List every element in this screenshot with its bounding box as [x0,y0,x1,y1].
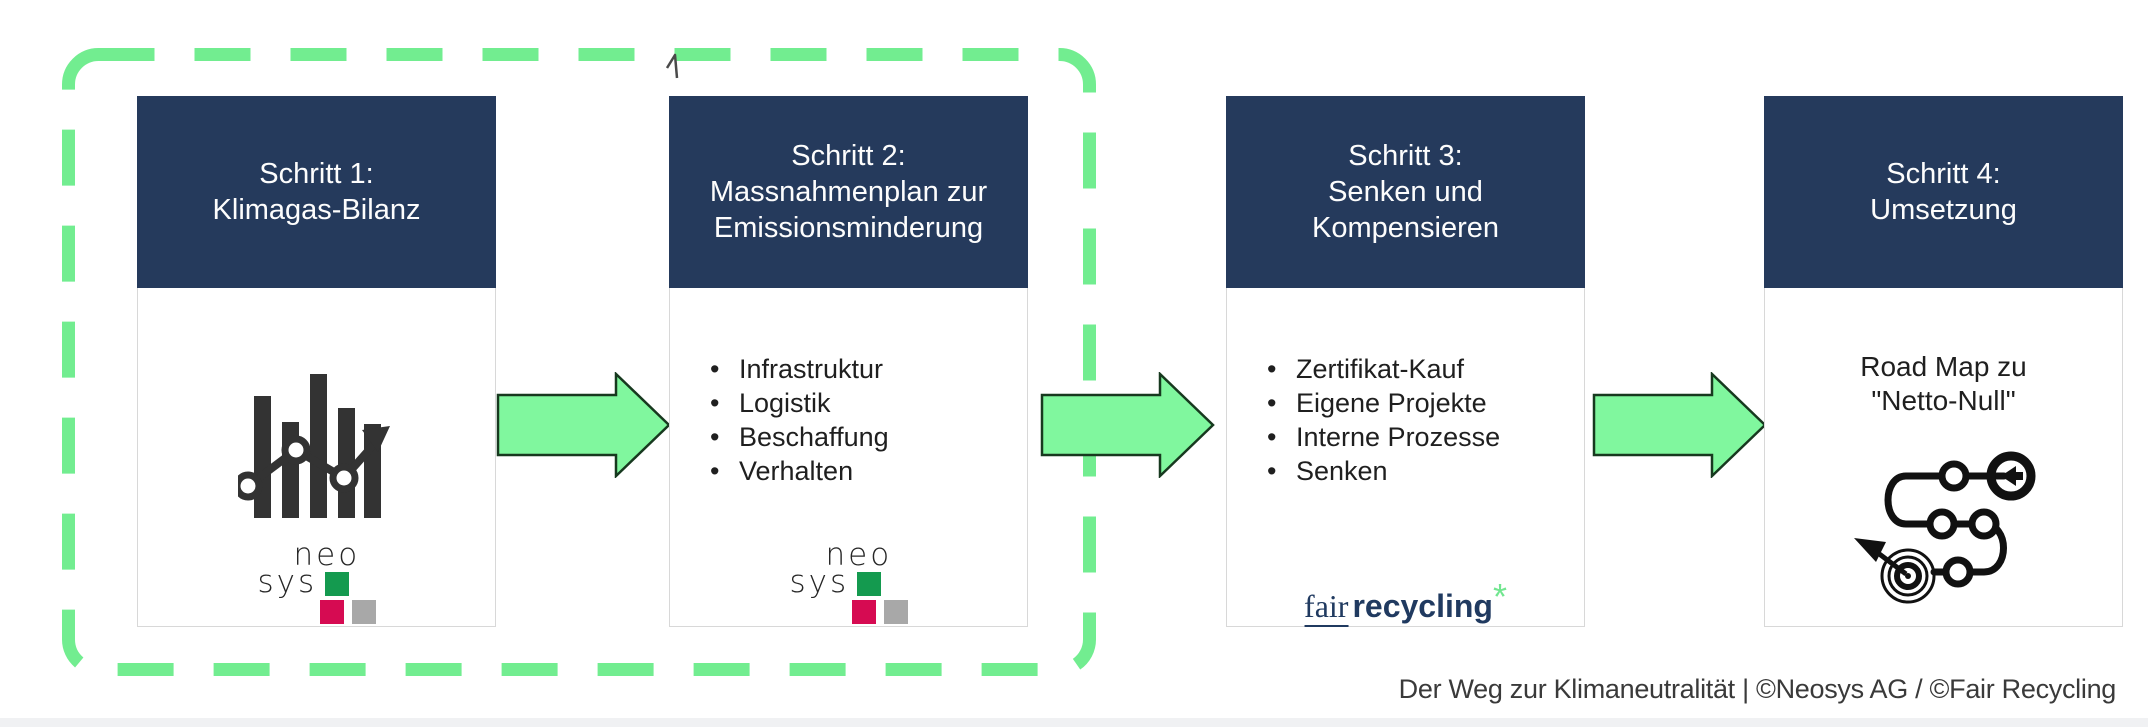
step-card-1: Schritt 1: Klimagas-Bilanz neo sys [137,96,496,627]
neosys-red-square [319,600,344,624]
bottom-edge-strip [0,718,2148,727]
step-3-title: Schritt 3: Senken und Kompensieren [1226,96,1585,288]
neosys-gray-square [351,600,376,624]
roadmap-label: Road Map zu "Netto-Null" [1860,351,2027,416]
list-item: Senken [1267,454,1576,488]
list-item: Verhalten [710,454,1019,488]
footer-credit: Der Weg zur Klimaneutralität | ©Neosys A… [1398,674,2117,704]
fair-logo-asterisk: * [1492,576,1507,617]
neosys-logo-text-neo: neo [293,537,361,573]
step-2-body: Infrastruktur Logistik Beschaffung Verha… [669,288,1028,627]
roadmap-target-icon [1853,451,2035,604]
list-item: Interne Prozesse [1267,420,1576,454]
list-item: Logistik [710,386,1019,420]
scope-highlight-dashed-border [62,48,1096,676]
neosys-gray-square [883,600,908,624]
neosys-red-square [851,600,876,624]
neosys-logo: neo sys [789,537,908,624]
step-card-2: Schritt 2: Massnahmenplan zur Emissionsm… [669,96,1028,627]
step-4-body: Road Map zu "Netto-Null" [1764,288,2123,627]
fair-logo-text-recycling: recycling [1352,588,1493,624]
list-item: Infrastruktur [710,352,1019,386]
step-1-body: neo sys [137,288,496,627]
flow-arrow-icon [496,372,671,478]
step-2-bullet-list: Infrastruktur Logistik Beschaffung Verha… [710,352,1019,488]
flow-arrow-icon [1040,372,1215,478]
step-3-bullet-list: Zertifikat-Kauf Eigene Projekte Interne … [1267,352,1576,488]
step-4-title: Schritt 4: Umsetzung [1764,96,2123,288]
mouse-cursor-icon [665,53,679,79]
neosys-logo: neo sys [257,537,376,624]
list-item: Beschaffung [710,420,1019,454]
neosys-logo-text-sys: sys [257,564,318,600]
neosys-logo-text-sys: sys [789,564,850,600]
step-1-title: Schritt 1: Klimagas-Bilanz [137,96,496,288]
flow-arrow-icon [1592,372,1767,478]
step-card-4: Schritt 4: Umsetzung Road Map zu "Netto-… [1764,96,2123,627]
neosys-green-square [857,572,882,596]
step-2-title: Schritt 2: Massnahmenplan zur Emissionsm… [669,96,1028,288]
step-card-3: Schritt 3: Senken und Kompensieren Zerti… [1226,96,1585,627]
fair-logo-text-fair: fair [1304,588,1349,627]
list-item: Eigene Projekte [1267,386,1576,420]
step-3-body: Zertifikat-Kauf Eigene Projekte Interne … [1226,288,1585,627]
list-item: Zertifikat-Kauf [1267,352,1576,386]
neosys-logo-text-neo: neo [825,537,893,573]
bar-chart-trend-icon [237,374,390,518]
neosys-green-square [325,572,350,596]
